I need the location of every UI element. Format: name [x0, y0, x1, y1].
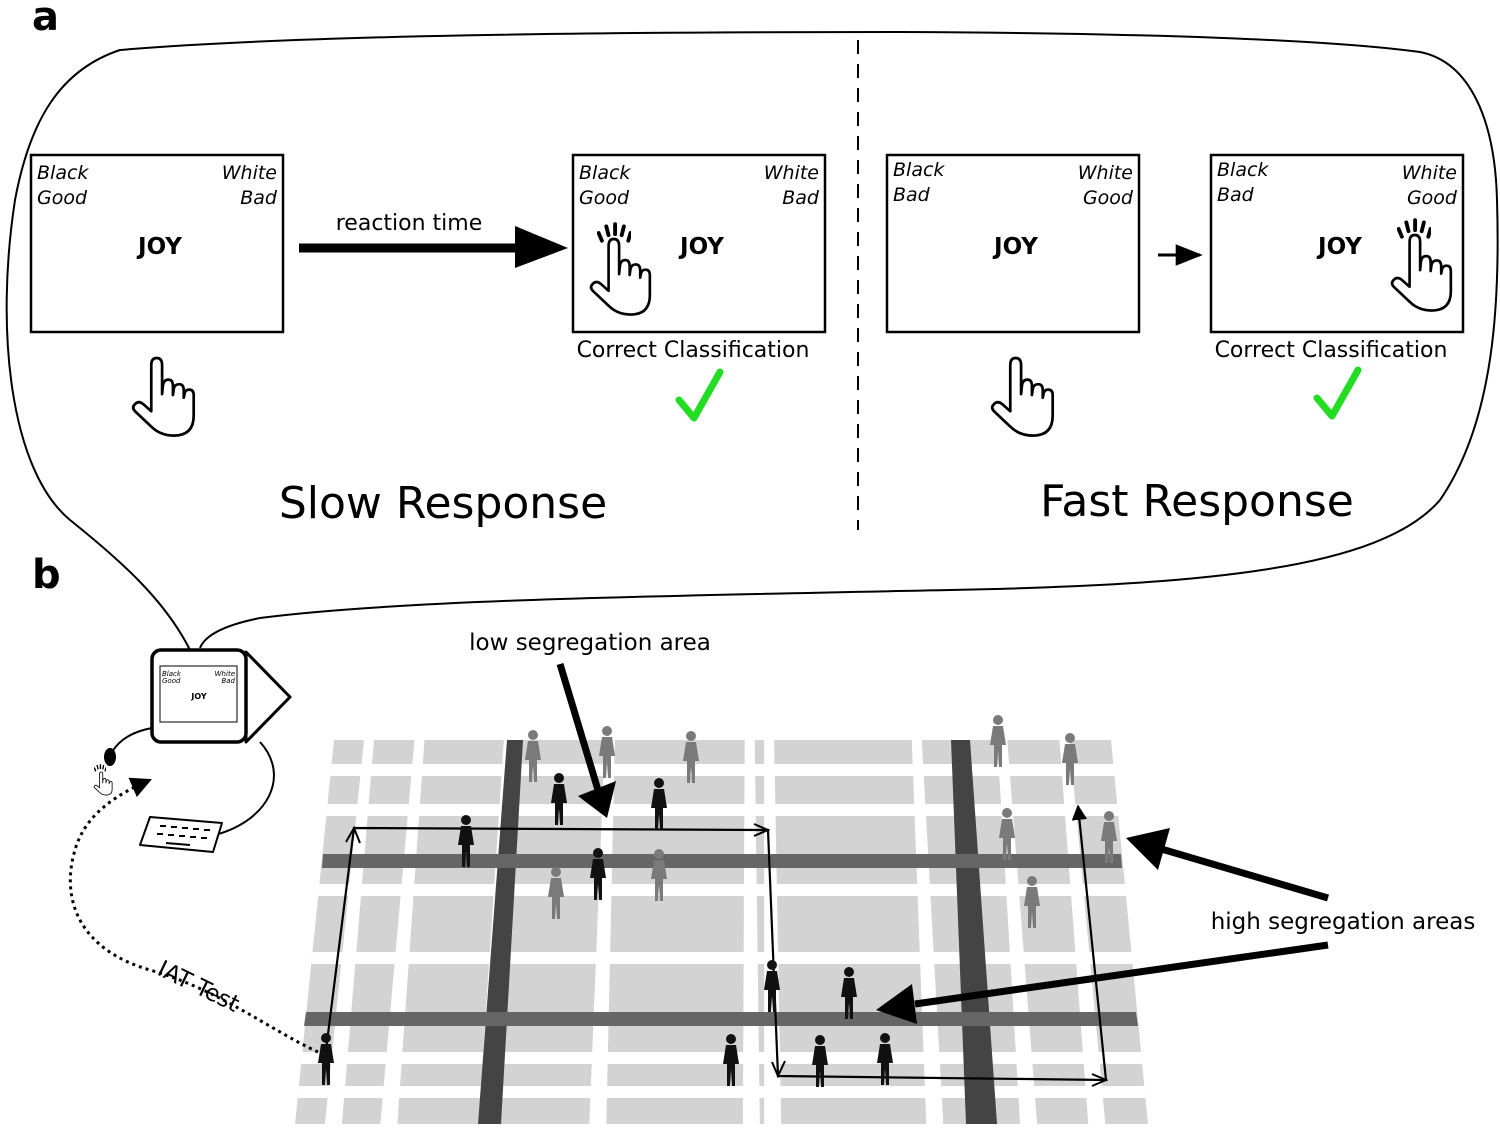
low-segregation-label: low segregation area [469, 630, 711, 656]
hand-icon-idle-1 [131, 356, 196, 438]
device-word: JOY [190, 692, 206, 701]
street-horizontal [318, 884, 1127, 896]
agent-route [324, 804, 1108, 1082]
iat-test-link [68, 777, 319, 1054]
street-horizontal [297, 1086, 1146, 1098]
iat-test-label: IAT Test [153, 956, 243, 1018]
screen-1-left-bottom: Good [37, 187, 88, 209]
route-arrow-tick-4 [771, 1060, 786, 1079]
screen-3-word: JOY [992, 234, 1038, 260]
route-arrow-tick-2 [1091, 1073, 1109, 1087]
street-horizontal [330, 764, 1115, 776]
screen-3-right-bottom: Good [1083, 187, 1134, 209]
device-left-top: Black [162, 670, 182, 678]
panel-label-b: b [32, 552, 61, 598]
checkmark-icon-2 [1313, 366, 1362, 420]
city-map [295, 740, 1148, 1124]
reaction-time-arrowhead [515, 226, 568, 268]
device-right-top: White [215, 670, 235, 678]
screen-1-right-top: White [222, 162, 277, 184]
main-road-vertical-2 [951, 740, 997, 1124]
high-segregation-label: high segregation areas [1211, 909, 1476, 935]
screen-2-right-bottom: Bad [782, 187, 820, 209]
screen-4-left-bottom: Bad [1217, 184, 1255, 206]
screen-4-left-top: Black [1217, 159, 1269, 181]
screen-2-left-top: Black [579, 162, 631, 184]
street-horizontal [301, 1052, 1143, 1064]
slow-response-title: Slow Response [279, 478, 607, 529]
correct-classification-1: Correct Classification [577, 338, 810, 363]
white-streets [297, 740, 1146, 1124]
screen-2-right-top: White [764, 162, 819, 184]
thought-bubble [5, 30, 1499, 651]
street-horizontal [311, 952, 1133, 964]
hand-icon-idle-2 [990, 356, 1055, 438]
screen-3-left-top: Black [893, 159, 945, 181]
street-horizontal [326, 804, 1119, 816]
screen-1-left-top: Black [37, 162, 89, 184]
high-segregation-arrow-1 [1157, 844, 1329, 902]
checkmark-icon-1 [675, 368, 724, 422]
keyboard-icon [139, 816, 223, 853]
screen-2-word: JOY [678, 234, 724, 260]
route-arrow-tick-3 [345, 825, 361, 844]
computer-device: Black Good White Bad JOY [150, 648, 292, 744]
device-right-bottom: Bad [221, 677, 235, 685]
main-road-horizontal-2 [304, 1012, 1138, 1026]
high-segregation-arrow-2 [914, 941, 1329, 1008]
street-vertical [1059, 740, 1106, 1124]
iat-screen-1: Black Good White Bad JOY [29, 153, 285, 334]
iat-screen-3: Black Bad White Good JOY [885, 153, 1141, 334]
device-left-bottom: Good [162, 677, 181, 685]
street-vertical [911, 740, 944, 1124]
screen-3-left-bottom: Bad [893, 184, 931, 206]
iat-screen-2: Black Good White Bad JOY [571, 153, 827, 334]
screen-2-left-bottom: Good [579, 187, 630, 209]
correct-classification-2: Correct Classification [1215, 338, 1448, 363]
mouse-icon [104, 748, 116, 766]
low-segregation-arrow [556, 662, 608, 812]
street-vertical [380, 740, 425, 1124]
low-segregation-arrowhead [578, 781, 616, 818]
high-segregation-arrowhead-2 [876, 984, 917, 1024]
reaction-time-label: reaction time [336, 211, 483, 236]
fast-response-title: Fast Response [1040, 476, 1354, 527]
mouse-cable [111, 727, 153, 753]
small-tap-icon [94, 764, 106, 772]
screen-4-right-top: White [1402, 162, 1457, 184]
main-road-horizontal-1 [322, 854, 1122, 868]
screen-1-word: JOY [136, 234, 182, 260]
screen-1-right-bottom: Bad [240, 187, 278, 209]
route-arrow-tick [753, 823, 771, 837]
street-vertical [589, 740, 615, 1124]
street-vertical [324, 740, 374, 1124]
screen-4-word: JOY [1316, 234, 1362, 260]
screen-3-right-top: White [1078, 162, 1133, 184]
high-segregation-arrowhead-1 [1126, 828, 1170, 870]
small-hand-icon [93, 771, 113, 796]
screen-4-right-bottom: Good [1407, 187, 1458, 209]
main-road-vertical-1 [478, 740, 523, 1124]
panel-label-a: a [32, 0, 59, 40]
keyboard-cable [214, 741, 275, 836]
